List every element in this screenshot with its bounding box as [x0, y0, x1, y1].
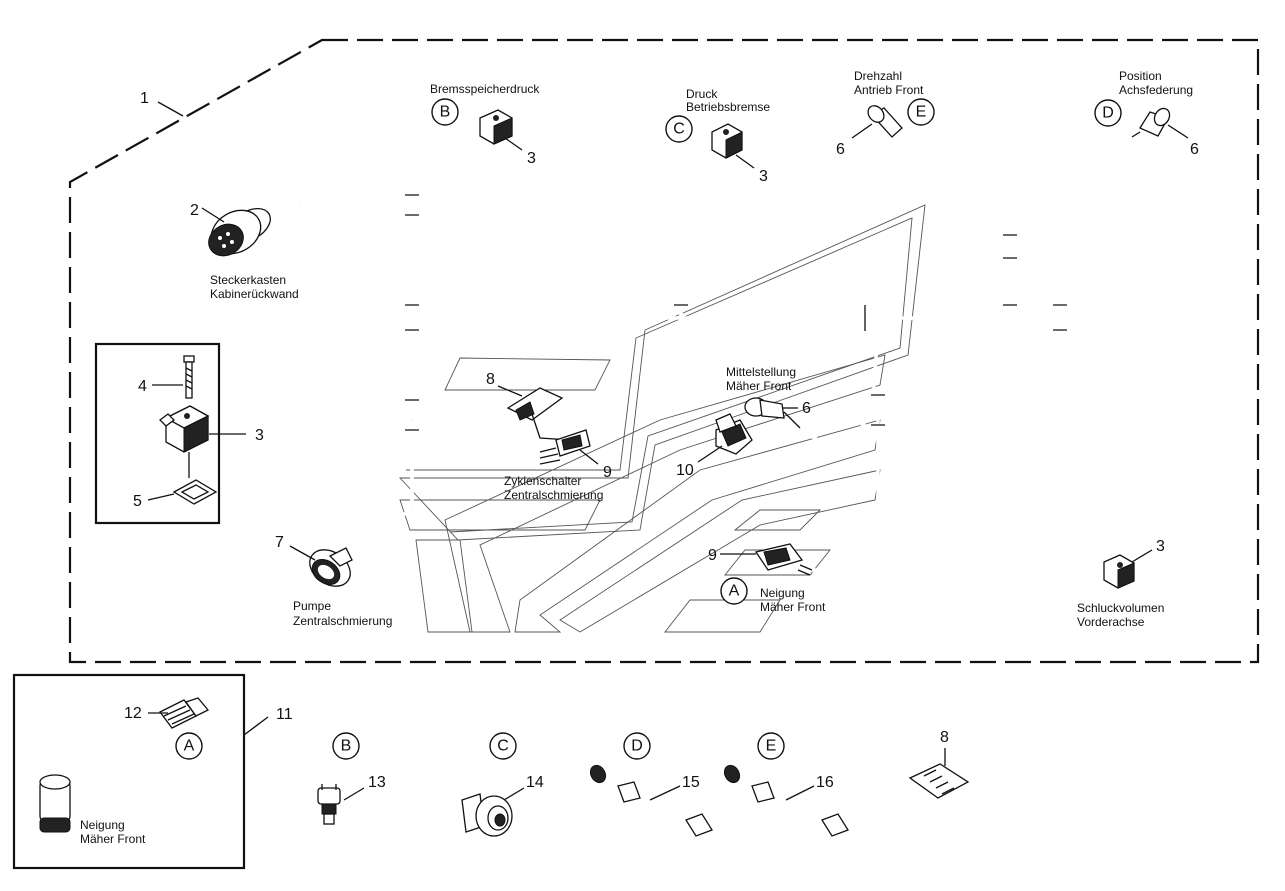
connector-letter-c-top: C [665, 115, 693, 143]
flat-connector-9-main [539, 429, 591, 465]
connector-letter-a-kit: A [175, 732, 203, 760]
label-mittelstellung-1: Mittelstellung [726, 365, 796, 379]
part-number-8-bottom: 8 [940, 729, 949, 746]
svg-text:D: D [631, 738, 643, 755]
part-number-6-mittelstellung: 6 [802, 400, 811, 417]
part-number-1: 1 [140, 90, 149, 107]
label-neigung-2: Mäher Front [760, 600, 826, 614]
tilt-sensor-12 [39, 774, 71, 833]
part-number-9-main: 9 [603, 464, 612, 481]
harness-trunk [267, 120, 1141, 572]
part-number-2: 2 [190, 202, 199, 219]
label-neigung-kit-2: Mäher Front [80, 832, 146, 846]
label-steckerkasten-1: Steckerkasten [210, 273, 286, 287]
plug-connector-6-position [1131, 107, 1171, 138]
label-mittelstellung-2: Mäher Front [726, 379, 792, 393]
part-number-6-position: 6 [1190, 141, 1199, 158]
label-position-2: Achsfederung [1119, 83, 1193, 97]
svg-text:A: A [729, 583, 740, 600]
connector-letter-e-top: E [907, 98, 935, 126]
part-number-11: 11 [276, 706, 293, 723]
pressure-switch-13 [317, 784, 341, 825]
connector-letter-a-main: A [720, 577, 748, 605]
part-number-15: 15 [682, 774, 700, 791]
plug-connector-6-drehzahl [867, 105, 903, 138]
svg-text:B: B [341, 738, 352, 755]
svg-text:D: D [1102, 105, 1114, 122]
label-schluckvolumen-1: Schluckvolumen [1077, 601, 1164, 615]
svg-text:E: E [916, 104, 927, 121]
label-steckerkasten-2: Kabinerückwand [210, 287, 299, 301]
label-schluckvolumen-2: Vorderachse [1077, 615, 1145, 629]
label-position-1: Position [1119, 69, 1162, 83]
label-pumpe-1: Pumpe [293, 599, 331, 613]
part-number-3-schluck: 3 [1156, 538, 1165, 555]
leader-lines [147, 101, 1189, 801]
part-number-12: 12 [124, 705, 142, 722]
pressure-sensor-14 [461, 793, 513, 837]
label-drehzahl-1: Drehzahl [854, 69, 902, 83]
label-zyklenschalter-1: Zyklenschalter [504, 474, 581, 488]
flat-connector-8-bottom [908, 763, 970, 799]
connector-letter-b-top: B [431, 98, 459, 126]
svg-text:A: A [184, 738, 195, 755]
part-number-10: 10 [676, 462, 694, 479]
seal-5 [172, 479, 218, 505]
connector-10 [715, 413, 753, 455]
cube-sensor-3-schluck [1103, 554, 1135, 589]
flat-connector-9-neigung [754, 543, 813, 576]
label-neigung-kit-1: Neigung [80, 818, 125, 832]
part-number-14: 14 [526, 774, 544, 791]
part-number-4: 4 [138, 378, 147, 395]
cable-12 [78, 697, 210, 782]
round-plug-connector-2 [208, 207, 271, 257]
label-neigung-1: Neigung [760, 586, 805, 600]
part-number-9-neigung: 9 [708, 547, 717, 564]
cube-sensor-3-top [479, 109, 513, 145]
part-number-3-bremsspeicher: 3 [527, 150, 536, 167]
part-number-16: 16 [816, 774, 834, 791]
connector-letter-b-bottom: B [332, 732, 360, 760]
svg-text:C: C [497, 738, 509, 755]
part-number-13: 13 [368, 774, 386, 791]
connector-letter-e-bottom: E [757, 732, 785, 760]
part-number-5: 5 [133, 493, 142, 510]
label-pumpe-2: Zentralschmierung [293, 614, 392, 628]
part-number-3-kit: 3 [255, 427, 264, 444]
part-number-8-main: 8 [486, 371, 495, 388]
connector-letter-d-bottom: D [623, 732, 651, 760]
pump-connector-7 [309, 547, 353, 587]
svg-text:C: C [673, 121, 685, 138]
label-bremsspeicherdruck: Bremsspeicherdruck [430, 82, 540, 96]
svg-text:E: E [766, 738, 777, 755]
adapter-cable-15 [589, 764, 713, 837]
harness-boundary [68, 38, 1260, 664]
part-number-7: 7 [275, 534, 284, 551]
frame-ghost-outline [398, 204, 926, 633]
plug-connector-6-mittelstellung [744, 397, 801, 429]
connector-letter-d-top: D [1094, 99, 1122, 127]
flat-connector-8-main [506, 387, 571, 441]
adapter-cable-16 [723, 764, 849, 837]
label-druck-1: Druck [686, 87, 718, 101]
svg-text:B: B [440, 104, 451, 121]
kit-11-box [12, 673, 246, 870]
part-number-6-drehzahl: 6 [836, 141, 845, 158]
connector-letter-c-bottom: C [489, 732, 517, 760]
bolt-4 [183, 355, 195, 399]
label-druck-2: Betriebsbremse [686, 100, 770, 114]
label-drehzahl-2: Antrieb Front [854, 83, 924, 97]
label-zyklenschalter-2: Zentralschmierung [504, 488, 603, 502]
cube-sensor-3-kit [159, 405, 210, 453]
cube-sensor-3-druck [711, 123, 743, 159]
part-number-3-druck: 3 [759, 168, 768, 185]
